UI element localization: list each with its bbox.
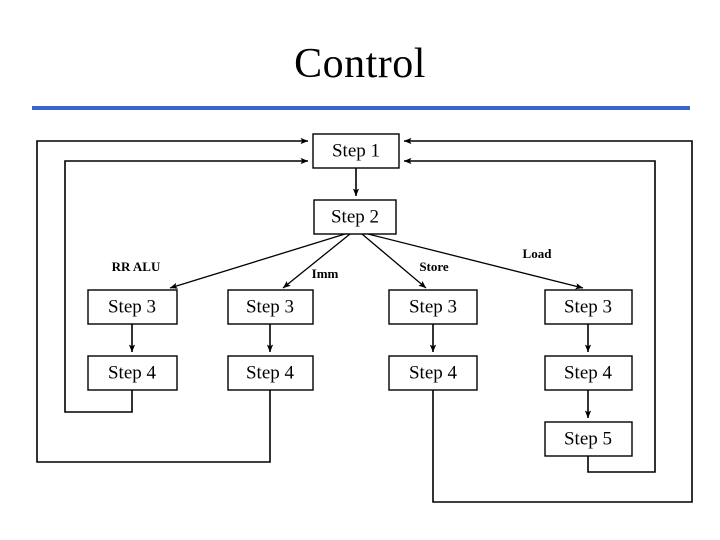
edge-rr-alu-feedback [64, 157, 309, 413]
node-load-step4[interactable]: Step 4 [544, 355, 633, 391]
edge-step2-to-imm [282, 233, 351, 289]
edge-step2-to-load [367, 233, 584, 290]
edge-load-feedback [403, 157, 656, 473]
node-load-step5[interactable]: Step 5 [544, 421, 633, 457]
node-step1[interactable]: Step 1 [312, 133, 400, 169]
page-title: Control [294, 41, 426, 87]
title-divider [32, 106, 690, 110]
node-store-step4[interactable]: Step 4 [388, 355, 478, 391]
node-rr-alu-step3[interactable]: Step 3 [87, 289, 178, 325]
node-load-step3[interactable]: Step 3 [544, 289, 633, 325]
branch-label-rr-alu: RR ALU [112, 259, 161, 274]
node-imm-step3-label: Step 3 [246, 296, 294, 317]
node-imm-step3[interactable]: Step 3 [227, 289, 314, 325]
node-store-step3-label: Step 3 [409, 296, 457, 317]
node-step1-label: Step 1 [332, 140, 380, 161]
edge-imm-feedback [36, 137, 309, 463]
node-step2-label: Step 2 [331, 206, 379, 227]
node-imm-step4[interactable]: Step 4 [227, 355, 314, 391]
node-load-step3-label: Step 3 [564, 296, 612, 317]
branch-label-store: Store [419, 259, 449, 274]
branch-label-load: Load [523, 246, 553, 261]
edge-step2-to-rr-alu [169, 233, 346, 289]
edge-step2-to-store [361, 233, 427, 289]
node-rr-alu-step4-label: Step 4 [108, 362, 157, 383]
node-imm-step4-label: Step 4 [246, 362, 295, 383]
node-load-step5-label: Step 5 [564, 428, 612, 449]
node-rr-alu-step4[interactable]: Step 4 [87, 355, 178, 391]
node-step2[interactable]: Step 2 [313, 199, 397, 235]
node-load-step4-label: Step 4 [564, 362, 613, 383]
node-store-step4-label: Step 4 [409, 362, 458, 383]
branch-label-imm: Imm [312, 266, 339, 281]
edge-store-feedback [403, 137, 693, 503]
node-rr-alu-step3-label: Step 3 [108, 296, 156, 317]
node-store-step3[interactable]: Step 3 [388, 289, 478, 325]
